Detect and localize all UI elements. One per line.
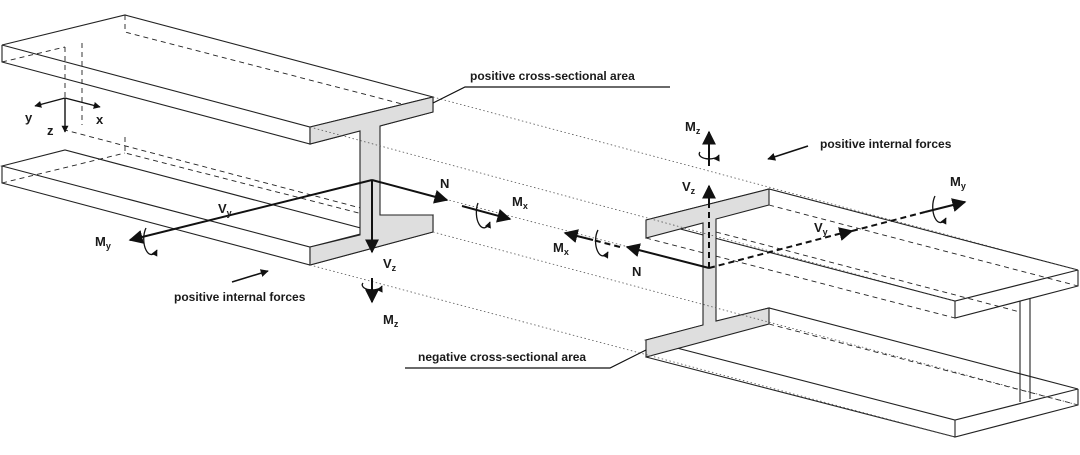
right-vy-line: [708, 230, 851, 269]
left-mz-label: Mz: [383, 312, 399, 329]
positive-forces-left-label: positive internal forces: [174, 290, 306, 304]
left-vz-label: Vz: [383, 256, 397, 273]
left-n-label: N: [440, 176, 449, 191]
left-vy-label: Vy: [218, 201, 232, 218]
right-my-label: My: [950, 174, 966, 191]
right-mz-label: Mz: [685, 119, 701, 136]
left-n-arrow: [371, 179, 449, 204]
positive-area-leader: [432, 86, 670, 104]
projection-lines: [309, 96, 1079, 438]
right-n-arrow: [625, 243, 710, 269]
left-my-label: My: [95, 234, 111, 251]
right-mz-rotation-icon: [698, 151, 720, 162]
left-mx-rotation-icon: [475, 202, 491, 229]
left-vy-arrow: [128, 179, 373, 244]
x-axis-label: x: [96, 112, 104, 127]
left-my-rotation-icon: [143, 227, 158, 257]
coordinate-system: x y z: [25, 97, 104, 138]
right-vz-label: Vz: [682, 179, 696, 196]
negative-area-label: negative cross-sectional area: [418, 350, 586, 364]
positive-forces-right-label: positive internal forces: [820, 137, 952, 151]
right-my-rotation-icon: [932, 195, 947, 225]
positive-area-label: positive cross-sectional area: [470, 69, 635, 83]
left-mz-rotation-icon: [361, 282, 383, 293]
left-mx-arrow: [461, 205, 512, 223]
right-vy-label: Vy: [814, 220, 828, 237]
right-mx-rotation-icon: [594, 229, 609, 259]
z-axis-label: z: [47, 123, 54, 138]
right-my-arrow: [924, 198, 967, 213]
right-vy-arrow: [838, 227, 854, 241]
negative-area-leader: [405, 349, 647, 369]
callouts: positive cross-sectional area negative c…: [174, 69, 952, 369]
right-cross-section: [645, 188, 770, 358]
left-forces: N Vy Vz Mx My Mz: [95, 176, 528, 329]
right-mx-label: Mx: [553, 240, 569, 257]
right-n-label: N: [632, 264, 641, 279]
y-axis-label: y: [25, 110, 33, 125]
right-forces: N Vy Vz Mx My Mz: [553, 119, 967, 279]
right-forces-pointer-arrow: [767, 145, 809, 161]
left-mx-label: Mx: [512, 194, 528, 211]
right-mx-arrow: [563, 229, 594, 243]
left-forces-pointer-arrow: [231, 269, 269, 283]
